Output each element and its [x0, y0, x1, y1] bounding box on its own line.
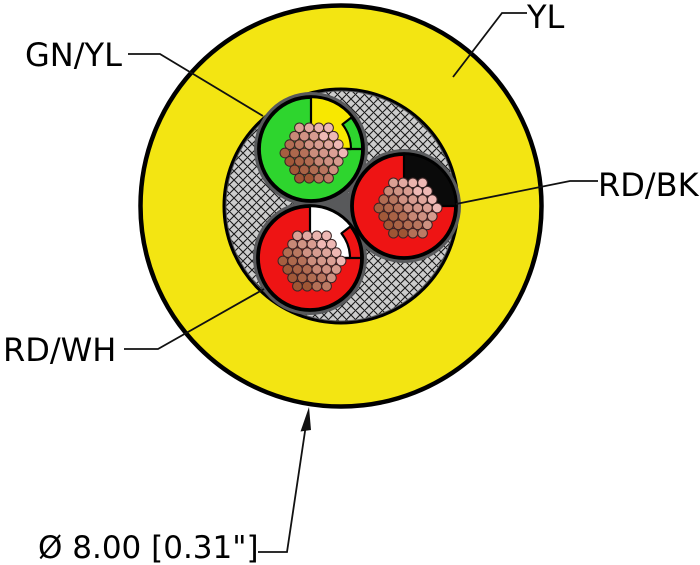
wire-strand: [332, 139, 344, 150]
wire-strand: [303, 172, 315, 184]
label-gn-yl: GN/YL: [25, 36, 122, 74]
wire-strand: [337, 147, 349, 159]
rd-wh-leader-line: [124, 288, 265, 350]
wire-strand: [335, 255, 347, 267]
label-yl: YL: [526, 0, 565, 36]
wire-strand: [407, 227, 419, 239]
gn-yl-leader-line: [128, 53, 264, 117]
conductor-gn-yl: [257, 95, 365, 203]
wire-strand: [330, 247, 342, 258]
label-rd-bk: RD/BK: [598, 166, 700, 204]
wire-strand: [332, 156, 344, 167]
wire-strand: [426, 211, 438, 222]
wire-strand: [313, 172, 325, 184]
rd-bk-leader-line: [455, 180, 598, 205]
diameter-leader-line: [258, 427, 307, 553]
wire-strand: [328, 164, 339, 176]
diameter-arrowhead: [300, 407, 311, 432]
wire-strand: [311, 280, 323, 292]
conductor-rd-wh: [256, 204, 364, 312]
wire-strand: [326, 272, 337, 284]
label-diameter: Ø 8.00 [0.31"]: [38, 530, 259, 565]
wire-strand: [426, 194, 438, 205]
wire-strand: [422, 219, 433, 231]
yl-leader-line: [452, 12, 527, 78]
label-rd-wh: RD/WH: [3, 331, 116, 369]
wire-strand: [431, 202, 443, 214]
wire-strand: [328, 130, 339, 142]
wire-strand: [326, 238, 337, 250]
wire-strand: [323, 172, 334, 184]
wire-strand: [301, 280, 313, 292]
wire-strand: [294, 172, 305, 184]
wire-strand: [330, 264, 342, 275]
wire-strand: [321, 230, 332, 242]
strand-bundle-rd-wh: [277, 230, 347, 292]
wire-strand: [417, 177, 428, 189]
wire-strand: [321, 280, 332, 292]
wire-strand: [422, 185, 433, 197]
strand-bundle-rd-bk: [373, 177, 443, 239]
wire-strand: [388, 227, 399, 239]
wire-strand: [397, 227, 409, 239]
wire-strand: [417, 227, 428, 239]
conductor-rd-bk: [350, 152, 458, 260]
strand-bundle-gn-yl: [279, 122, 349, 184]
wire-strand: [323, 122, 334, 134]
wire-strand: [292, 280, 303, 292]
